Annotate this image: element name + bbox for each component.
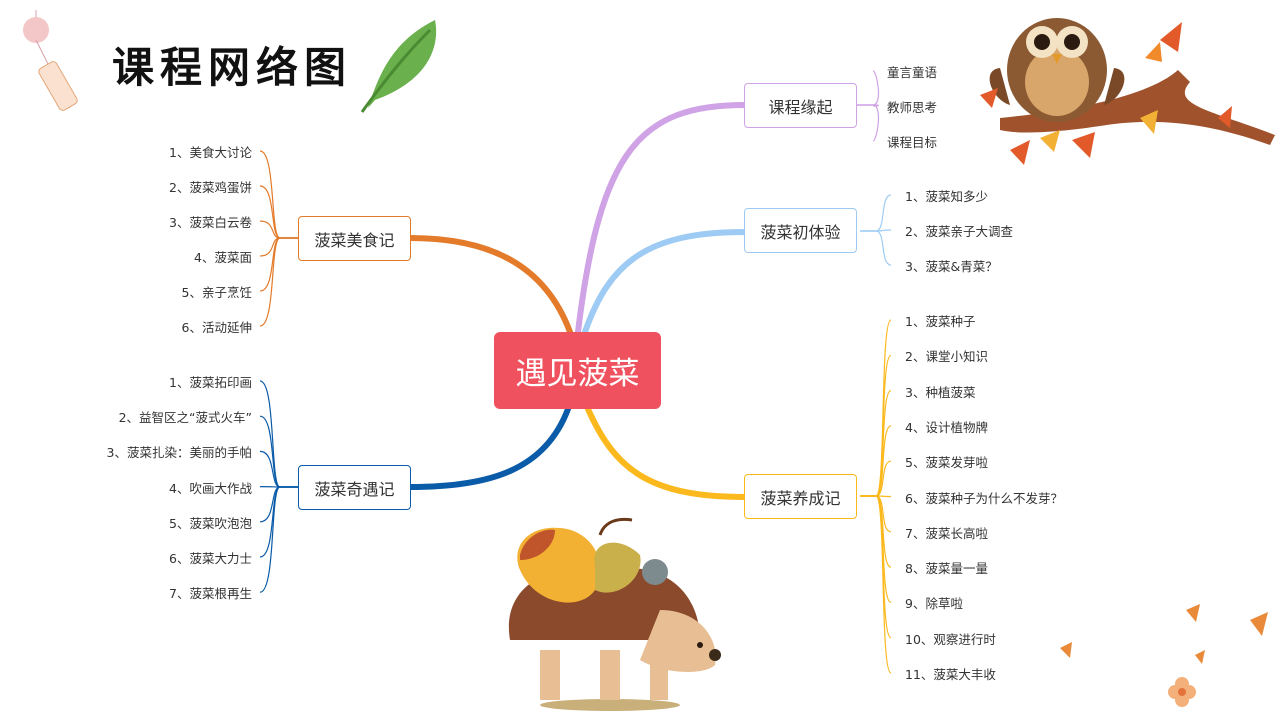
sub-connector-food [259,185,298,239]
sub-connector-food [259,220,298,239]
hedgehog-icon [508,517,721,711]
sub-item-food[interactable]: 4、菠菜面 [194,250,252,265]
branch-node-encounter[interactable]: 菠菜奇遇记 [298,465,411,510]
branch-node-growing[interactable]: 菠菜养成记 [744,474,857,519]
sub-item-growing[interactable]: 4、设计植物牌 [905,419,988,435]
sub-item-encounter[interactable]: 7、菠菜根再生 [169,586,252,602]
owl-icon [989,18,1275,145]
sub-item-origin[interactable]: 教师思考 [887,100,938,115]
sub-connector-experience [860,230,892,266]
sub-connector-growing [860,390,892,497]
sub-connector-food [259,237,298,257]
sub-connector-growing [860,425,892,497]
sub-item-experience[interactable]: 1、菠菜知多少 [905,189,988,204]
sub-connector-origin [857,70,880,106]
center-node[interactable]: 遇见菠菜 [494,332,661,409]
sub-item-food[interactable]: 1、美食大讨论 [169,145,252,160]
sub-item-encounter[interactable]: 6、菠菜大力士 [169,551,252,566]
sub-item-growing[interactable]: 6、菠菜种子为什么不发芽？ [905,490,1063,506]
sub-item-growing[interactable]: 5、菠菜发芽啦 [905,455,988,471]
sub-item-encounter[interactable]: 5、菠菜吹泡泡 [169,515,252,531]
connector-encounter [407,406,571,490]
branch-node-origin[interactable]: 课程缘起 [744,83,857,128]
flower-icon [1168,677,1196,707]
sub-item-growing[interactable]: 1、菠菜种子 [905,314,976,329]
sub-connector-encounter [259,415,298,488]
sub-connector-encounter [259,380,298,488]
sub-connector-growing [860,354,892,497]
sub-connector-food [259,237,298,292]
sub-item-experience[interactable]: 3、菠菜&青菜？ [905,259,998,274]
sub-item-experience[interactable]: 2、菠菜亲子大调查 [905,224,1013,239]
sub-item-food[interactable]: 5、亲子烹饪 [181,285,252,300]
connector-origin [575,102,748,335]
sub-item-encounter[interactable]: 3、菠菜扎染：美丽的手帕 [106,445,252,461]
sub-connector-encounter [259,486,298,523]
wind-chime-icon [23,10,78,111]
sub-connector-growing [860,495,892,568]
sub-connector-encounter [259,450,298,488]
sub-item-growing[interactable]: 8、菠菜量一量 [905,561,988,577]
connector-food [407,235,573,335]
branch-node-food[interactable]: 菠菜美食记 [298,216,411,261]
sub-connector-origin [857,104,880,142]
sub-item-growing[interactable]: 3、种植菠菜 [905,384,976,400]
connector-experience [582,229,748,335]
sub-connector-growing [860,495,892,603]
sub-item-origin[interactable]: 童言童语 [887,65,938,80]
autumn-leaf-icon [980,22,1268,664]
sub-connector-growing [860,495,892,674]
sub-item-growing[interactable]: 9、除草啦 [905,596,963,612]
sub-item-growing[interactable]: 10、观察进行时 [905,631,996,647]
sub-item-origin[interactable]: 课程目标 [887,135,938,150]
sub-connector-experience [860,194,892,232]
sub-item-growing[interactable]: 7、菠菜长高啦 [905,525,988,541]
sub-item-growing[interactable]: 11、菠菜大丰收 [905,667,996,682]
sub-connector-growing [860,460,892,497]
sub-item-food[interactable]: 2、菠菜鸡蛋饼 [169,180,252,195]
sub-connector-growing [860,495,892,639]
leaf-icon [360,20,437,113]
branch-node-experience[interactable]: 菠菜初体验 [744,208,857,253]
sub-connector-growing [860,495,892,533]
connector-growing [585,406,748,500]
sub-connector-growing [860,319,892,497]
sub-connector-encounter [259,486,298,593]
pear-icon [517,517,668,603]
sub-connector-food [259,237,298,327]
sub-connector-food [259,150,298,239]
page-title: 课程网络图 [112,43,353,92]
sub-item-food[interactable]: 6、活动延伸 [181,320,252,335]
sub-item-encounter[interactable]: 1、菠菜拓印画 [169,375,252,390]
sub-item-encounter[interactable]: 4、吹画大作战 [169,480,252,496]
sub-item-food[interactable]: 3、菠菜白云卷 [169,215,252,230]
sub-item-encounter[interactable]: 2、益智区之“菠式火车” [118,410,252,426]
sub-connector-encounter [259,486,298,558]
sub-item-growing[interactable]: 2、课堂小知识 [905,349,988,365]
